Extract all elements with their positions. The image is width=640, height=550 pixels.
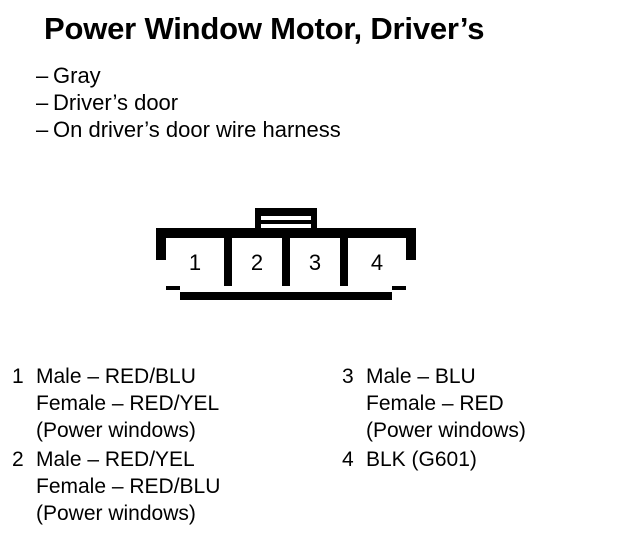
page-title: Power Window Motor, Driver’s	[44, 11, 485, 46]
pin-text: Female – RED/BLU	[36, 475, 221, 498]
pin-row: 0 (Power windows)	[12, 417, 332, 444]
pin-entry: 3 Male – BLU 0 Female – RED 0 (Power win…	[342, 363, 640, 444]
connector-housing	[156, 228, 416, 300]
pin-row: 1 Male – RED/BLU	[12, 363, 332, 390]
pin-row: 2 Male – RED/YEL	[12, 446, 332, 473]
description-item: – On driver’s door wire harness	[36, 116, 596, 143]
description-item: – Driver’s door	[36, 89, 596, 116]
pin-text: (Power windows)	[366, 419, 526, 442]
pin-row: 0 Female – RED/BLU	[12, 473, 332, 500]
pin-text: Male – BLU	[366, 365, 476, 388]
description-item: – Gray	[36, 62, 596, 89]
pin-entry: 2 Male – RED/YEL 0 Female – RED/BLU 0 (P…	[12, 446, 332, 527]
pin-legend-left-column: 1 Male – RED/BLU 0 Female – RED/YEL 0 (P…	[12, 363, 332, 529]
description-text: On driver’s door wire harness	[53, 117, 341, 142]
pin-legend-right-column: 3 Male – BLU 0 Female – RED 0 (Power win…	[342, 363, 640, 475]
cavity-label-4: 4	[371, 250, 383, 275]
pin-entry: 1 Male – RED/BLU 0 Female – RED/YEL 0 (P…	[12, 363, 332, 444]
pin-number: 1	[12, 365, 24, 388]
pin-text: Female – RED	[366, 392, 504, 415]
dash-icon: –	[36, 117, 49, 142]
dash-icon: –	[36, 90, 49, 115]
cavity-label-2: 2	[251, 250, 263, 275]
cavity-label-1: 1	[189, 250, 201, 275]
connector-diagram: 1 2 3 4	[152, 208, 420, 308]
pin-text: (Power windows)	[36, 502, 196, 525]
pin-text: Male – RED/BLU	[36, 365, 196, 388]
pin-row: 3 Male – BLU	[342, 363, 640, 390]
pin-text: (Power windows)	[36, 419, 196, 442]
pin-legend: 1 Male – RED/BLU 0 Female – RED/YEL 0 (P…	[0, 363, 640, 548]
dash-icon: –	[36, 63, 49, 88]
pin-number: 3	[342, 365, 354, 388]
pin-text: Male – RED/YEL	[36, 448, 195, 471]
description-text: Gray	[53, 63, 101, 88]
pin-row: 0 (Power windows)	[342, 417, 640, 444]
pin-entry: 4 BLK (G601)	[342, 446, 640, 473]
pin-number: 4	[342, 448, 354, 471]
pin-row: 0 Female – RED/YEL	[12, 390, 332, 417]
connector-cavity-labels: 1 2 3 4	[189, 250, 383, 275]
pin-text: BLK (G601)	[366, 448, 477, 471]
description-list: – Gray – Driver’s door – On driver’s doo…	[36, 62, 596, 143]
cavity-label-3: 3	[309, 250, 321, 275]
pin-number: 2	[12, 448, 24, 471]
description-text: Driver’s door	[53, 90, 179, 115]
pin-row: 0 (Power windows)	[12, 500, 332, 527]
pin-row: 4 BLK (G601)	[342, 446, 640, 473]
pin-text: Female – RED/YEL	[36, 392, 220, 415]
pin-row: 0 Female – RED	[342, 390, 640, 417]
